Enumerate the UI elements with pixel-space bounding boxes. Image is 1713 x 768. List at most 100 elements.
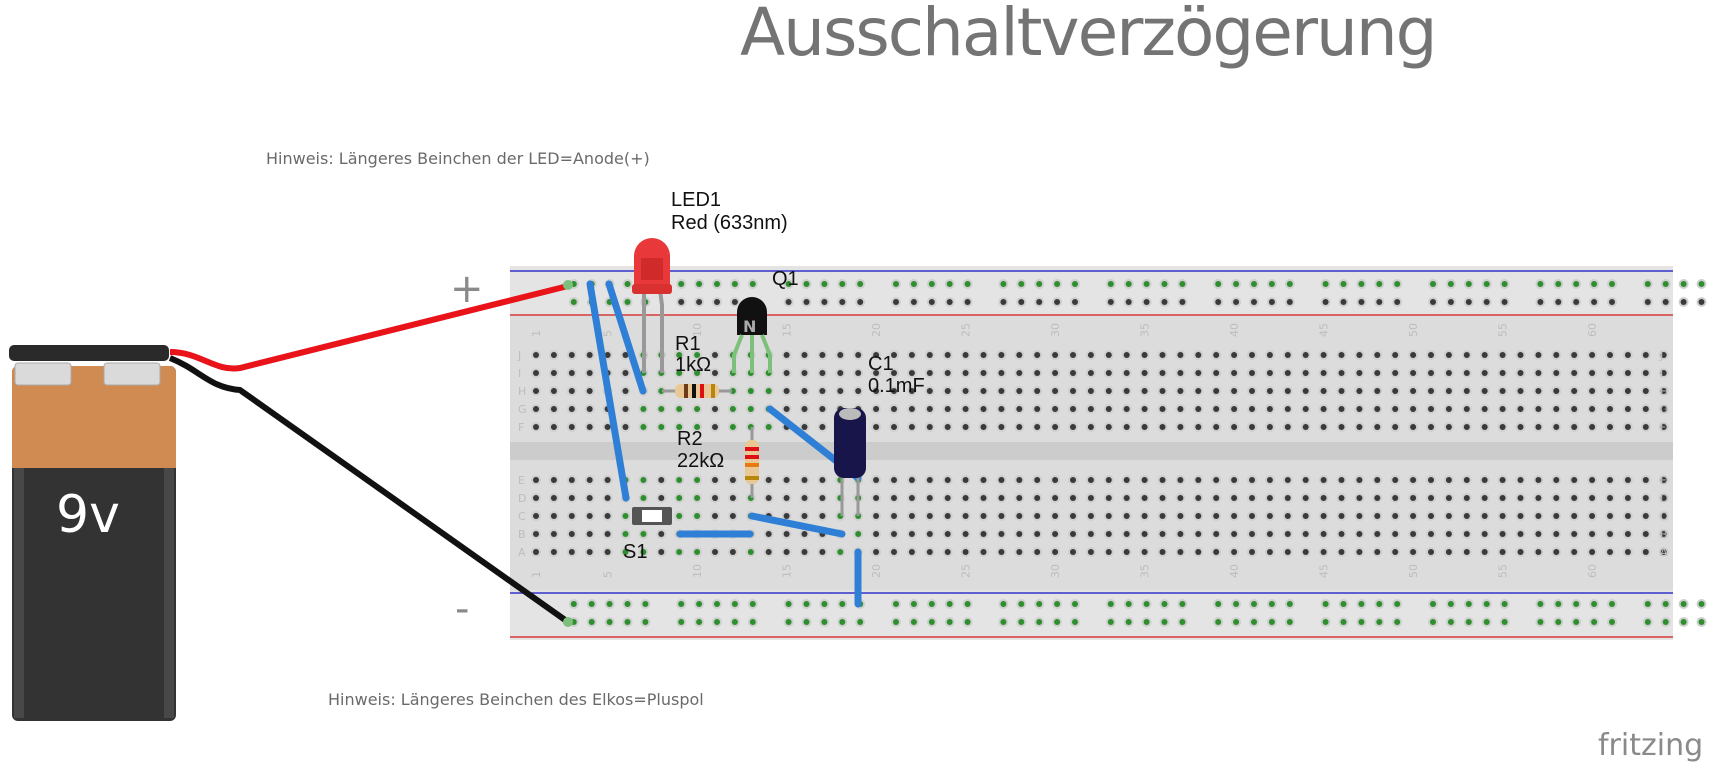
hole — [1034, 477, 1041, 483]
hole — [1624, 406, 1631, 412]
hole — [1213, 513, 1220, 519]
hole — [1213, 477, 1220, 483]
rail-hole — [1036, 601, 1043, 607]
hole — [998, 406, 1005, 412]
hole — [1410, 388, 1417, 394]
r2-name: R2 — [677, 428, 703, 450]
hole — [926, 424, 933, 430]
hole — [729, 406, 736, 412]
hole — [801, 352, 808, 358]
rail-hole — [1447, 281, 1454, 287]
rail-hole — [1107, 601, 1114, 607]
hole — [908, 424, 915, 430]
hole — [1392, 495, 1399, 501]
hole — [944, 549, 951, 555]
hole — [1535, 513, 1542, 519]
hole — [1642, 352, 1649, 358]
hole — [819, 370, 826, 376]
hole — [1284, 388, 1291, 394]
rail-hole — [1358, 281, 1365, 287]
hole — [891, 477, 897, 483]
hole — [1195, 549, 1202, 555]
rail-hole — [1555, 601, 1562, 607]
hole — [640, 477, 647, 483]
wire-jumper-4 — [748, 512, 846, 538]
hole — [712, 352, 718, 358]
hole — [908, 352, 915, 358]
hole — [658, 549, 665, 555]
c1-top — [839, 408, 861, 420]
rail-hole — [624, 299, 631, 305]
hole — [1589, 549, 1596, 555]
rail-plus-label: + — [450, 266, 484, 312]
hole — [1660, 406, 1667, 412]
rail-hole — [1107, 281, 1114, 287]
hole — [1070, 406, 1076, 412]
rail-hole — [624, 619, 631, 625]
rail-hole — [696, 299, 703, 305]
r1-band — [692, 384, 696, 398]
rail-hole — [1465, 299, 1472, 305]
rail-hole — [893, 281, 899, 287]
hole — [1607, 477, 1613, 483]
hole — [1589, 424, 1596, 430]
hole — [1123, 370, 1130, 376]
hole — [1070, 352, 1076, 358]
hole — [568, 406, 575, 412]
hole — [1034, 549, 1041, 555]
hole — [1034, 388, 1041, 394]
hole — [1445, 370, 1452, 376]
hole — [962, 424, 969, 430]
hole — [819, 352, 826, 358]
hole — [1356, 424, 1363, 430]
hole — [729, 549, 736, 555]
column-number-top: 40 — [1228, 323, 1241, 337]
hole — [1087, 513, 1094, 519]
hole — [550, 513, 557, 519]
hole — [1266, 495, 1273, 501]
rail-hole — [1125, 299, 1132, 305]
rail-hole — [1662, 281, 1669, 287]
hole — [1123, 477, 1130, 483]
rail-hole — [1662, 299, 1669, 305]
hole — [533, 424, 539, 430]
rail-hole — [1591, 601, 1598, 607]
rail-hole — [785, 299, 792, 305]
hole — [873, 424, 880, 430]
hole — [926, 370, 933, 376]
hole — [1392, 352, 1399, 358]
hole — [1589, 477, 1596, 483]
hole — [1159, 513, 1166, 519]
rail-hole — [714, 299, 720, 305]
rail-hole — [1215, 619, 1222, 625]
rail-hole — [964, 619, 971, 625]
rail-hole — [696, 281, 703, 287]
hole — [1392, 549, 1399, 555]
column-number-top: 20 — [870, 323, 883, 337]
rail-hole — [821, 281, 828, 287]
hole — [1535, 495, 1542, 501]
hole — [783, 477, 790, 483]
hole — [1463, 477, 1470, 483]
hole — [1660, 531, 1667, 537]
hole — [1159, 549, 1166, 555]
rail-hole — [1394, 619, 1401, 625]
rail-hole — [1644, 281, 1651, 287]
hole — [1463, 549, 1470, 555]
hole — [1428, 424, 1434, 430]
hole — [676, 549, 683, 555]
hole — [1410, 424, 1417, 430]
column-number-top: 60 — [1586, 323, 1599, 337]
hole — [1571, 370, 1578, 376]
hole — [1374, 549, 1381, 555]
hole — [765, 424, 772, 430]
hole — [1087, 352, 1094, 358]
hole — [783, 513, 790, 519]
hole — [533, 477, 539, 483]
hole — [1034, 424, 1041, 430]
hole — [926, 406, 933, 412]
rail-hole — [803, 619, 810, 625]
hole — [1141, 549, 1148, 555]
battery-9v[interactable]: 9v — [9, 345, 176, 721]
column-number-top: 45 — [1318, 323, 1331, 337]
